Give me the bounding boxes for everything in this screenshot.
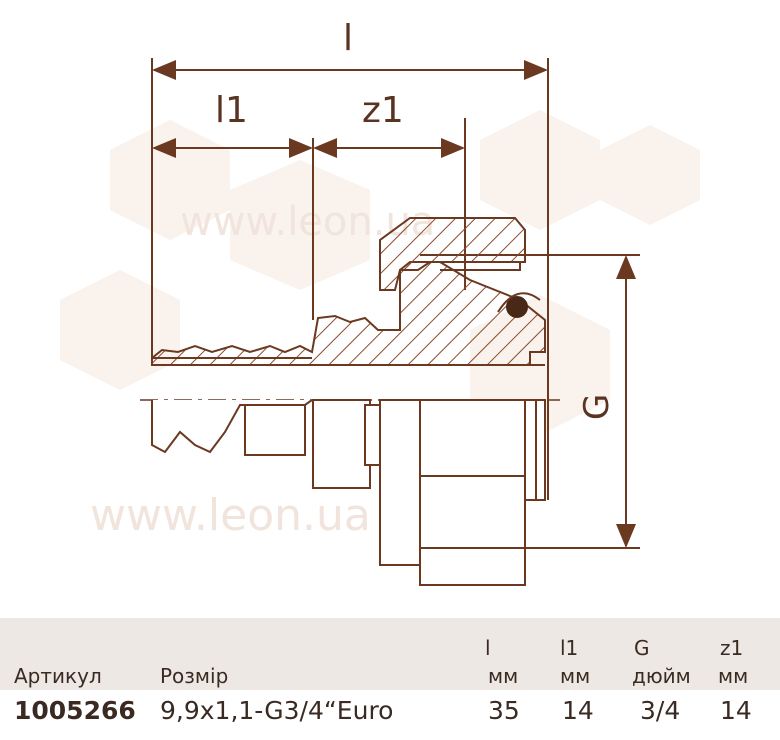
value-l1: 14 xyxy=(562,696,594,725)
size-value: 9,9x1,1-G3/4“Euro xyxy=(160,696,394,725)
unit-l: мм xyxy=(488,664,519,688)
value-G: 3/4 xyxy=(640,696,681,725)
fitting-technical-drawing: www.leon.ua www.leon.ua l l1 z1 G xyxy=(60,18,700,586)
col-header-article: Артикул xyxy=(14,664,102,688)
col-header-l1: l1 xyxy=(560,636,579,660)
watermark-text: www.leon.ua xyxy=(90,490,371,541)
fitting-outside-lower xyxy=(151,399,546,586)
dim-label-z1: z1 xyxy=(362,90,404,131)
col-header-z1: z1 xyxy=(720,636,744,660)
value-z1: 14 xyxy=(720,696,752,725)
dim-label-l: l xyxy=(343,18,353,59)
unit-G: дюйм xyxy=(632,664,691,688)
col-header-size: Розмір xyxy=(160,664,229,688)
unit-l1: мм xyxy=(560,664,591,688)
dim-label-G: G xyxy=(577,394,617,420)
col-header-l: l xyxy=(485,636,491,660)
col-header-G: G xyxy=(634,636,650,660)
fitting-section-upper xyxy=(151,217,546,366)
table-header-band xyxy=(0,618,780,690)
o-ring xyxy=(506,296,528,318)
value-l: 35 xyxy=(488,696,520,725)
spec-table: l l1 G z1 Артикул Розмір мм мм дюйм мм 1… xyxy=(0,618,780,740)
article-number: 1005266 xyxy=(14,696,136,725)
unit-z1: мм xyxy=(718,664,749,688)
dim-label-l1: l1 xyxy=(215,90,248,131)
